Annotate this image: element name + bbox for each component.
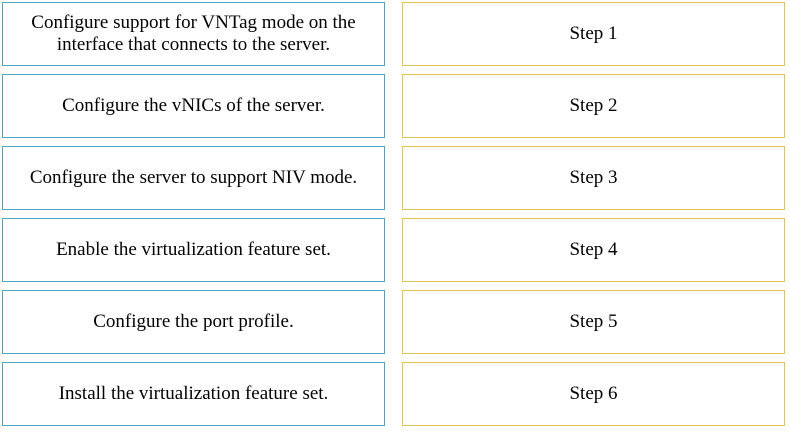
answer-option[interactable]: Configure the vNICs of the server. xyxy=(2,74,385,138)
answer-option-label: Enable the virtualization feature set. xyxy=(56,239,331,260)
step-target-slot[interactable]: Step 1 xyxy=(402,2,785,66)
answer-options-column: Configure support for VNTag mode on the … xyxy=(2,2,385,426)
answer-option[interactable]: Configure the server to support NIV mode… xyxy=(2,146,385,210)
answer-option[interactable]: Configure the port profile. xyxy=(2,290,385,354)
answer-option-label: Install the virtualization feature set. xyxy=(58,383,329,404)
answer-option-label: Configure the port profile. xyxy=(93,311,294,332)
step-target-slot[interactable]: Step 6 xyxy=(402,362,785,426)
step-target-slot[interactable]: Step 2 xyxy=(402,74,785,138)
answer-option-label: Configure the server to support NIV mode… xyxy=(29,167,358,188)
answer-option-label: Configure support for VNTag mode on the … xyxy=(31,12,356,55)
step-targets-column: Step 1 Step 2 Step 3 Step 4 Step 5 Step … xyxy=(402,2,785,426)
answer-option[interactable]: Enable the virtualization feature set. xyxy=(2,218,385,282)
step-label: Step 2 xyxy=(569,95,618,116)
step-label: Step 6 xyxy=(569,383,618,404)
step-target-slot[interactable]: Step 3 xyxy=(402,146,785,210)
answer-option-label: Configure the vNICs of the server. xyxy=(62,95,325,116)
step-target-slot[interactable]: Step 4 xyxy=(402,218,785,282)
step-label: Step 4 xyxy=(569,239,618,260)
step-label: Step 5 xyxy=(569,311,618,332)
answer-option[interactable]: Install the virtualization feature set. xyxy=(2,362,385,426)
step-label: Step 1 xyxy=(569,23,618,44)
step-label: Step 3 xyxy=(569,167,618,188)
answer-option[interactable]: Configure support for VNTag mode on the … xyxy=(2,2,385,66)
step-target-slot[interactable]: Step 5 xyxy=(402,290,785,354)
